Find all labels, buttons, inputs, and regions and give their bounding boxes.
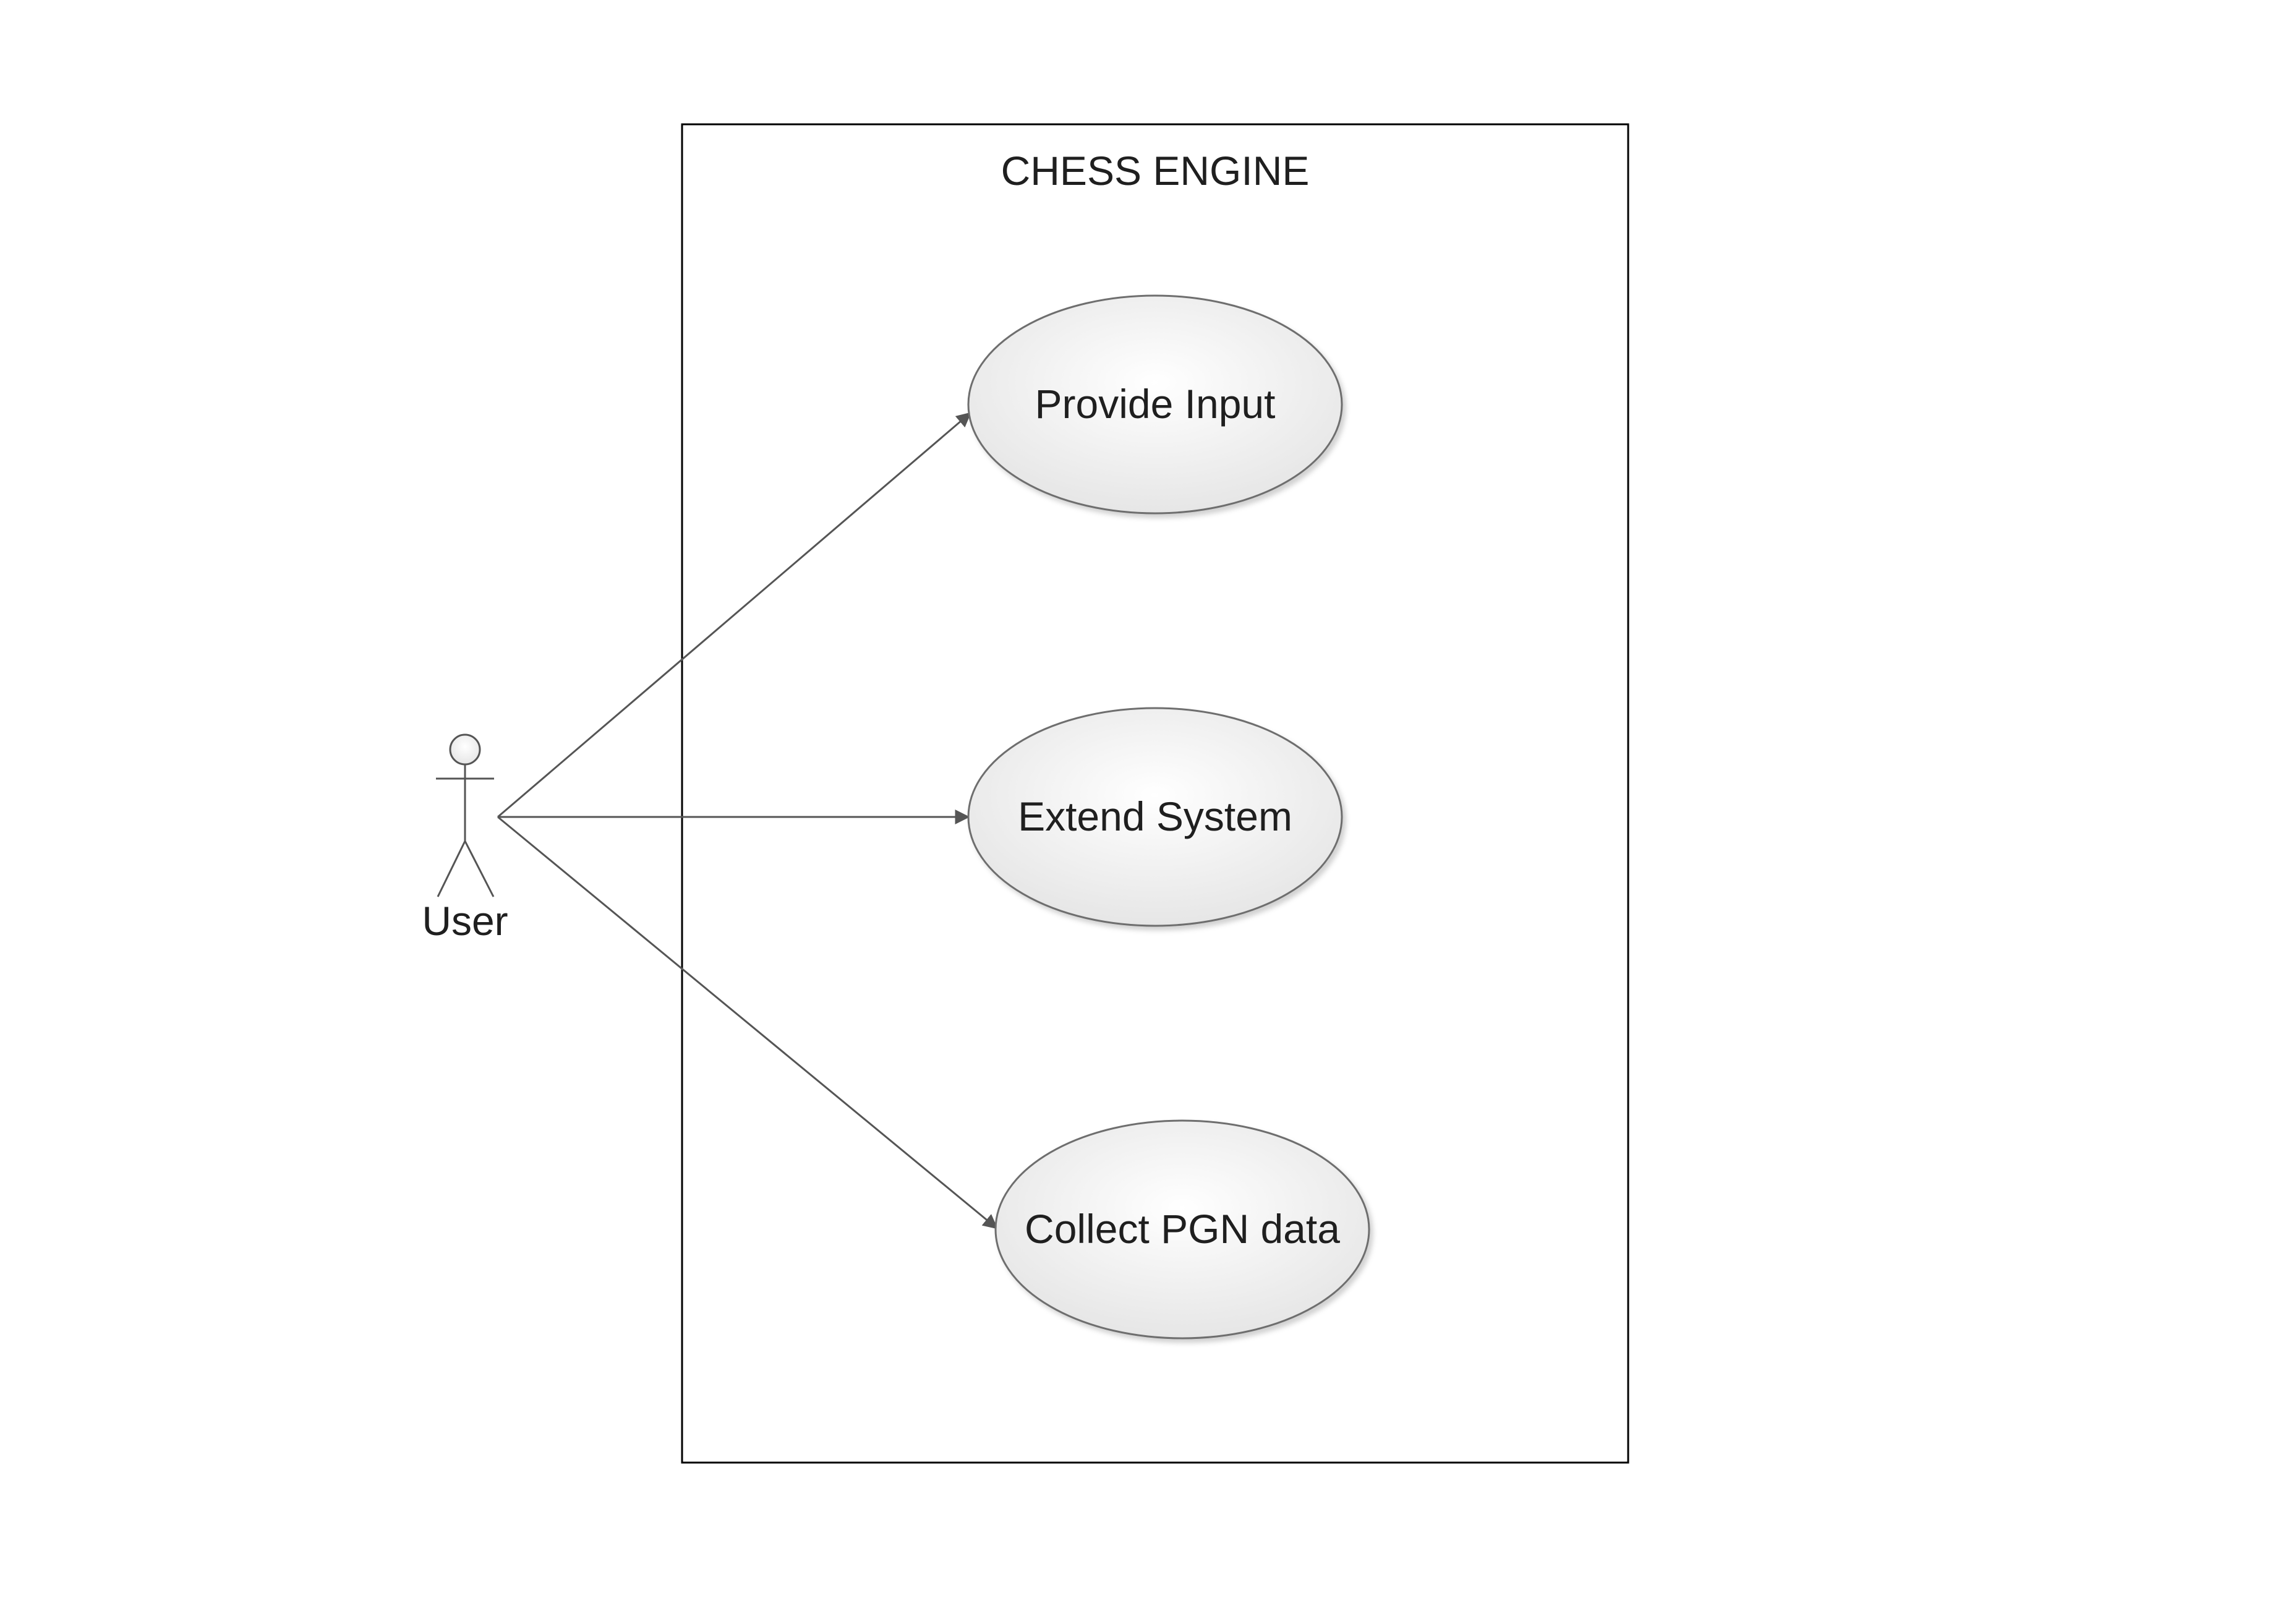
actor-head [449, 733, 481, 766]
use-case-extend-system[interactable]: Extend System [967, 707, 1343, 927]
stick-figure-actor-icon [436, 733, 495, 897]
association-provide-input [497, 412, 971, 818]
actor-left-leg [437, 840, 466, 897]
system-title: CHESS ENGINE [1001, 148, 1310, 194]
actor-user[interactable]: User [422, 733, 508, 944]
use-case-collect-pgn-data[interactable]: Collect PGN data [994, 1119, 1370, 1340]
association-collect-pgn-data [497, 816, 998, 1229]
use-case-label: Collect PGN data [1025, 1206, 1340, 1252]
use-case-label: Provide Input [1035, 381, 1276, 427]
actor-label: User [422, 898, 508, 944]
system-boundary-box [681, 123, 1629, 1464]
use-case-ellipse [967, 707, 1343, 927]
use-case-ellipse [967, 294, 1343, 515]
use-case-provide-input[interactable]: Provide Input [967, 294, 1343, 515]
actor-right-leg [464, 840, 495, 897]
use-case-label: Extend System [1018, 793, 1292, 839]
associations [497, 412, 998, 1229]
use-case-ellipse [994, 1119, 1370, 1340]
system-boundary: CHESS ENGINE [681, 123, 1629, 1464]
